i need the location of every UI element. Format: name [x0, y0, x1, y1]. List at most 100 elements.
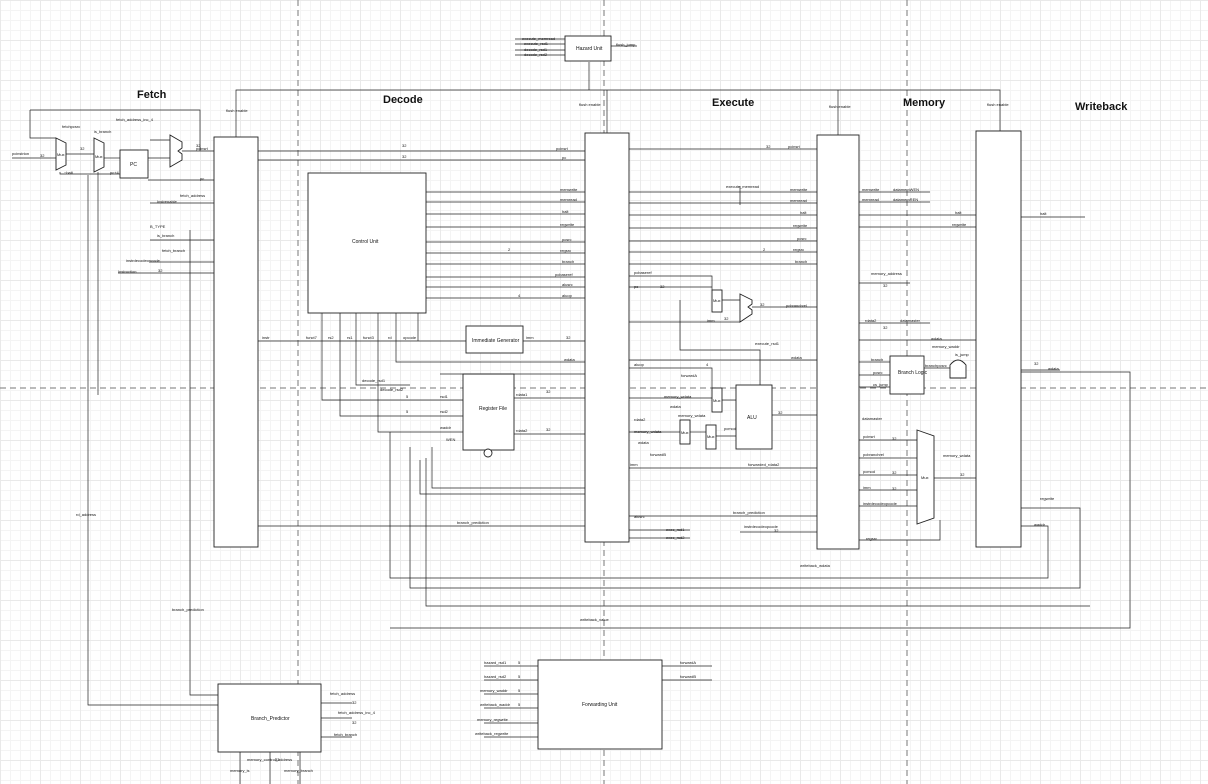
label-forwardA: forwardA: [681, 373, 697, 378]
label-rs2: rs2: [328, 335, 334, 340]
label-instruction: Instruction: [118, 269, 136, 274]
label-fw-memory-waddr: memory_waddr: [480, 688, 508, 693]
label-memwrite-e: memwrite: [790, 187, 808, 192]
label-regsrc-m: regsrc: [866, 536, 877, 541]
label-wen: WEN: [446, 437, 455, 442]
label-fw-forwardB: forwardB: [680, 674, 696, 679]
label-memory-address: memory_address: [871, 271, 902, 276]
label-memory-control-address: memory_control_address: [247, 757, 292, 762]
label-instrdecode-e: instrdecodeopcode: [744, 524, 779, 529]
label-flush-enable-2: flush enable: [579, 102, 601, 107]
label-exec-rsd2: exec_rsd2: [666, 535, 685, 540]
width-bp-1: 32: [352, 700, 357, 705]
width-mem-5: 32: [892, 486, 897, 491]
label-rd: rd: [388, 335, 392, 340]
label-halt-wb: halt: [1040, 211, 1047, 216]
width-fetch-4: 32: [158, 268, 163, 273]
label-opcode: opcode: [403, 335, 417, 340]
width-dec-7: 32: [546, 427, 551, 432]
label-imm: imm: [526, 335, 534, 340]
label-pcsrc-m: pcsrc: [873, 370, 883, 375]
pipeline-register-mem-wb: [975, 130, 1022, 548]
width-ex-6: 4: [706, 362, 709, 367]
label-writeback-value: writeback_value: [580, 617, 609, 622]
forwarding-unit-label: Forwarding Unit: [582, 702, 618, 708]
jump-or-gate: [949, 359, 967, 379]
label-branchpcsrc: branchpcsrc: [925, 363, 947, 368]
stage-title-execute: Execute: [712, 97, 754, 109]
width-bp-3: 32: [275, 757, 280, 762]
width-dec-1: 32: [402, 143, 407, 148]
exec-adder: [739, 293, 753, 323]
fetch-mux-1-label: Mux: [57, 152, 65, 157]
label-forwarded-ex: memory_wdata: [678, 413, 706, 418]
label-instrdecode: instrdecodeopcode: [126, 258, 161, 263]
label-branch-prediction-e: branch_prediction: [733, 510, 765, 515]
branch-predictor: [217, 683, 322, 753]
label-rdata2-m: rdata2: [865, 318, 877, 323]
width-dec-3: 2: [508, 247, 511, 252]
label-aluop-e: aluop: [634, 362, 645, 367]
label-rdata1: rdata1: [516, 392, 528, 397]
label-rsd2: rsd2: [440, 409, 449, 414]
label-instrdecode-m: instrdecodeopcode: [863, 501, 898, 506]
width-dec-6: 32: [546, 389, 551, 394]
label-instr: instr: [262, 335, 270, 340]
width-ex-2: 2: [763, 247, 766, 252]
label-memory-branch: memory_branch: [284, 768, 313, 773]
label-aluop-d: aluop: [562, 293, 573, 298]
label-fetchpcsrc: fetchpcsrc: [62, 124, 80, 129]
forwarding-unit: [537, 659, 663, 750]
stage-title-fetch: Fetch: [137, 89, 167, 101]
label-pcbranchrel-m: pcbranchrel: [863, 452, 884, 457]
width-mem-4: 32: [892, 470, 897, 475]
stage-title-memory: Memory: [903, 97, 946, 109]
width-dec-2: 32: [402, 154, 407, 159]
label-decode-rsd1-hz: decode_rsd1: [524, 47, 548, 52]
label-flush-jump: flush_jump: [616, 42, 636, 47]
label-regwrite-e: regwrite: [793, 223, 808, 228]
label-regwrite-m: regwrite: [952, 222, 967, 227]
label-bp-branch-prediction: branch_prediction: [172, 607, 204, 612]
stage-title-writeback: Writeback: [1075, 101, 1128, 113]
label-wsel-wb: waddr: [1034, 522, 1046, 527]
label-memory-is: memory_is: [230, 768, 250, 773]
label-datamemwen: datamemWEN: [893, 187, 919, 192]
label-forwarded-rdata2: forwarded_rdata2: [748, 462, 780, 467]
label-fw-writeback-regwrite: writeback_regwrite: [475, 731, 509, 736]
width-fw-4: 5: [518, 702, 521, 707]
label-rdata2-e: rdata2: [634, 417, 646, 422]
label-halt-d: halt: [562, 209, 569, 214]
label-pcbaseref-e: pcbaseref: [634, 270, 652, 275]
label-memread-e: memread: [790, 198, 807, 203]
label-pcsrc-d: pcsrc: [562, 237, 572, 242]
width-fetch-3: 32: [196, 143, 201, 148]
label-waddr: waddr: [440, 425, 452, 430]
label-execute-memread: execute_memread: [726, 184, 759, 189]
label-wsel-e: wdata: [791, 355, 802, 360]
label-datamaster-2: datamaster: [862, 416, 883, 421]
exec-mux-fwb-label: Mux: [681, 430, 689, 435]
width-ex-4: 32: [760, 302, 765, 307]
label-writeback-wdata: writeback_wdata: [800, 563, 831, 568]
label-branch-prediction-d: branch_prediction: [457, 520, 489, 525]
label-is-branch: is_branch: [94, 129, 111, 134]
pipeline-register-id-ex: [584, 132, 630, 543]
label-regsrc-d: regsrc: [560, 248, 571, 253]
exec-mux-pc: [711, 289, 723, 313]
label-bp-fetch-address-inc-4: fetch_address_inc_4: [338, 710, 376, 715]
fetch-mux-2-label: Mux: [95, 154, 103, 159]
label-rsd1: rsd1: [440, 394, 449, 399]
label-pc-if: pc: [200, 176, 204, 181]
label-pcinsrt-ex: pcinsrt: [788, 144, 801, 149]
label-rdata2: rdata2: [516, 428, 528, 433]
label-imm-e2: imm: [630, 462, 638, 467]
label-datamaster: datamaster: [900, 318, 921, 323]
width-mem-2: 32: [883, 325, 888, 330]
exec-mux-fwa-label: Mux: [713, 398, 721, 403]
label-pcsrc-e: pcsrc: [797, 236, 807, 241]
exec-mux-pc-label: Mux: [713, 298, 721, 303]
control-unit-label: Control Unit: [352, 239, 379, 245]
label-imm-e: imm: [707, 318, 715, 323]
